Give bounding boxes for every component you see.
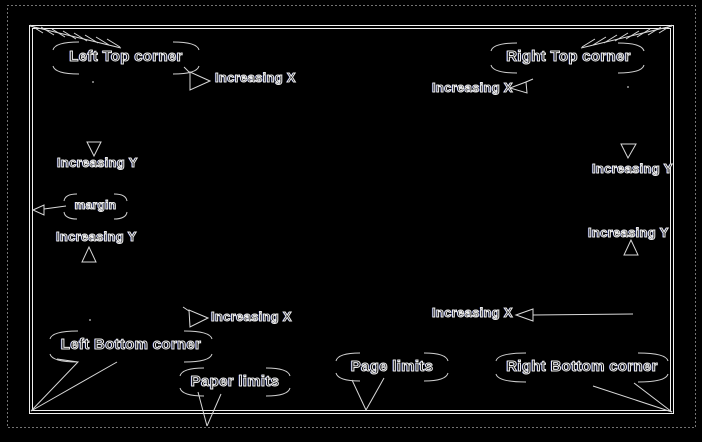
label-increasing-x-top-left: Increasing X [215,70,297,86]
right-bottom-corner-leader-icon [592,382,673,413]
increasing-y-left-top-down-triangle-icon [86,141,102,158]
right-top-corner-hatch-leader-icon [580,24,673,49]
label-increasing-x-top-right: Increasing X [432,80,514,96]
label-increasing-y-right-bottom: Increasing Y [588,225,669,241]
increasing-x-top-left-arrow-icon [183,66,212,91]
margin-arrow-icon [31,204,67,216]
increasing-x-bottom-right-arrow-icon [514,308,634,322]
label-right-top-corner: Right Top corner [506,48,631,65]
paper-limits-leader-icon [197,391,222,427]
label-increasing-y-left-top: Increasing Y [57,155,138,171]
label-brace-arcs [49,41,669,397]
increasing-y-right-bottom-up-triangle-icon [623,238,639,256]
increasing-x-top-right-arrow-icon [508,78,534,94]
label-increasing-y-left-bottom: Increasing Y [56,229,137,245]
page-limits-leader-icon [351,377,385,411]
page-limits-border [29,25,674,414]
paper-limits-border [7,5,696,428]
label-paper-limits: Paper limits [190,373,280,390]
label-left-top-corner: Left Top corner [69,48,183,65]
increasing-y-right-top-down-triangle-icon [620,143,637,160]
left-top-corner-hatch-leader-icon [29,24,122,49]
label-increasing-y-right-top: Increasing Y [592,161,673,177]
label-left-bottom-corner: Left Bottom corner [60,336,202,353]
left-bottom-corner-leader-icon [30,358,118,412]
increasing-y-left-bottom-up-triangle-icon [81,245,97,263]
increasing-x-bottom-left-arrow-icon [182,306,210,328]
point-marker-dots [89,81,629,321]
label-page-limits: Page limits [350,358,434,375]
label-increasing-x-bottom-right: Increasing X [432,305,514,321]
label-margin: margin [74,198,117,212]
label-right-bottom-corner: Right Bottom corner [506,358,658,375]
label-increasing-x-bottom-left: Increasing X [211,309,293,325]
